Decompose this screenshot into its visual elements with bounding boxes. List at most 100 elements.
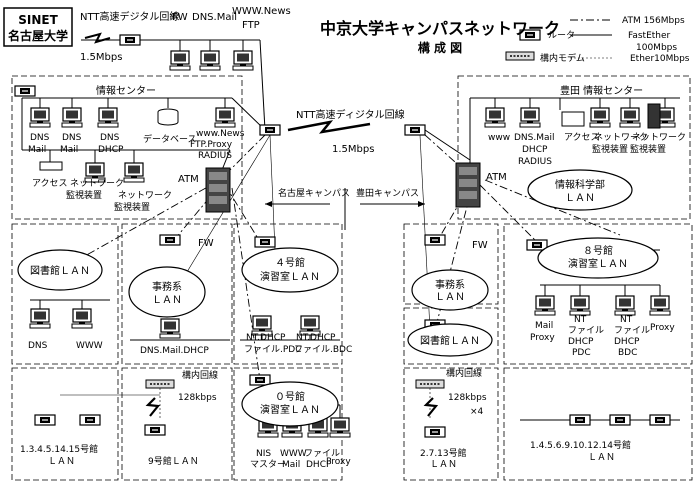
nc-mail2: Mail — [60, 145, 78, 155]
atm-label-left: ATM — [178, 174, 199, 185]
lightning-icon — [423, 397, 439, 417]
nc-www-news: www.News — [196, 129, 245, 139]
lan27-caption2: ＬＡＮ — [430, 460, 457, 470]
top-www-label: WWW.News — [232, 6, 291, 17]
router-icon — [259, 124, 281, 136]
b0-lan-1: ０号館 — [275, 390, 305, 403]
nc-dhcp3: DHCP — [98, 145, 124, 155]
b8-s4: Proxy — [650, 323, 675, 333]
toyota-office-2: ＬＡＮ — [435, 292, 465, 303]
b8-s2d: PDC — [572, 348, 591, 358]
lightning-icon — [287, 120, 371, 134]
router-icon — [569, 414, 591, 426]
office-lan-2: ＬＡＮ — [152, 295, 182, 306]
nc-db: データベース — [143, 133, 197, 145]
lan-1345-1: 1.3.4.5.14.15号館 — [20, 443, 98, 455]
sinet-box — [3, 7, 73, 47]
b4-lan-1: ４号館 — [275, 256, 305, 269]
router-icon — [424, 234, 446, 246]
info-sci-1: 情報科学部 — [555, 178, 605, 191]
toyota-office-fw: FW — [472, 240, 488, 251]
b8-lan-2: 演習室ＬＡＮ — [568, 257, 628, 270]
top-ntt-label: NTT高速デジタル回線 — [80, 10, 179, 23]
lan9-modem: 構内回線 — [182, 369, 218, 381]
b0-s1a: NIS — [256, 449, 271, 459]
router-icon — [649, 414, 671, 426]
b4-s2a: NT.DHCP — [296, 333, 336, 343]
tc-www: www — [488, 133, 510, 143]
b4-s1b: ファイル.PDC — [244, 345, 302, 355]
nc-net1: ネットワーク — [70, 178, 124, 189]
modem-icon — [505, 51, 535, 61]
top-ftp-label: FTP — [242, 20, 260, 31]
diagram-subtitle: 構 成 図 — [418, 40, 462, 55]
lib-www: WWW — [76, 341, 103, 351]
tc-mon2: 監視装置 — [630, 143, 666, 155]
tc-radius: RADIUS — [518, 157, 552, 167]
lan-145-2: ＬＡＮ — [588, 453, 615, 463]
office-caption: DNS.Mail.DHCP — [140, 346, 209, 356]
b4-lan-2: 演習室ＬＡＮ — [260, 270, 320, 283]
b8-s3c: DHCP — [614, 337, 640, 347]
sinet-label-1: SINET — [18, 13, 58, 27]
b8-s3b: ファイル — [614, 326, 650, 336]
b0-s2a: WWW — [280, 449, 307, 459]
atm-switch-icon — [455, 162, 481, 208]
b8-s2a: NT — [574, 315, 587, 325]
b0-s3b: DHCP — [306, 460, 332, 470]
lan27-speed: 128kbps — [448, 393, 487, 403]
b8-s1b: Proxy — [530, 333, 555, 343]
router-icon — [119, 34, 141, 46]
modem-icon — [145, 379, 175, 389]
router-icon — [79, 414, 101, 426]
nagoya-center-box — [11, 75, 243, 220]
toyota-office-1: 事務系 — [435, 278, 465, 291]
tc-net1: ネットワーク — [594, 132, 648, 143]
legend-atm: ATM 156Mbps — [622, 16, 685, 26]
office-fw: FW — [198, 238, 214, 249]
router-icon — [254, 236, 276, 248]
lan9-caption: 9号館ＬＡＮ — [148, 455, 199, 467]
database-icon — [157, 108, 179, 126]
info-sci-2: ＬＡＮ — [565, 193, 595, 204]
lan-145-1: 1.4.5.6.9.10.12.14号館 — [530, 439, 631, 451]
tower-icon — [647, 103, 661, 129]
nc-mail1: Mail — [28, 145, 46, 155]
nc-access: アクセス — [32, 178, 68, 189]
router-icon — [404, 124, 426, 136]
legend-router: ルータ — [548, 30, 575, 41]
lightning-icon — [145, 397, 161, 417]
lan27-modem: 構内回線 — [446, 367, 482, 379]
toyota-lib: 図書館ＬＡＮ — [420, 334, 480, 347]
router-icon — [609, 414, 631, 426]
router-icon — [144, 424, 166, 436]
lib-lan-label: 図書館ＬＡＮ — [30, 264, 90, 277]
atm-label-right: ATM — [486, 172, 507, 183]
access-server-icon — [561, 111, 585, 127]
ntt-mid-label: NTT高速ディジタル回線 — [296, 108, 405, 121]
nc-mon1: 監視装置 — [66, 189, 102, 201]
b8-s2b: ファイル — [568, 326, 604, 336]
lan27-times: ×4 — [470, 407, 484, 417]
atm-switch-icon — [205, 167, 231, 213]
tc-net2: ネットワーク — [632, 132, 686, 143]
b0-s2b: Mail — [282, 460, 300, 470]
tc-dns-mail: DNS.Mail — [514, 133, 555, 143]
office-lan-1: 事務系 — [152, 280, 182, 293]
b8-s2c: DHCP — [568, 337, 594, 347]
b0-lan-2: 演習室ＬＡＮ — [260, 403, 320, 416]
legend-fast: FastEther — [628, 31, 671, 41]
ntt-mid-speed: 1.5Mbps — [332, 144, 374, 155]
legend-modem: 構内モデム — [540, 52, 585, 64]
tc-mon1: 監視装置 — [592, 143, 628, 155]
b8-s3a: NT — [620, 315, 633, 325]
b4-s2b: ファイル.BDC — [294, 345, 352, 355]
nagoya-center-title: 情報センター — [96, 84, 156, 97]
nc-dns2: DNS — [62, 133, 82, 143]
router-icon — [249, 374, 271, 386]
legend-fast-speed: 100Mbps — [636, 43, 677, 53]
top-dns-label: DNS.Mail — [192, 12, 237, 23]
nc-dns1: DNS — [30, 133, 50, 143]
